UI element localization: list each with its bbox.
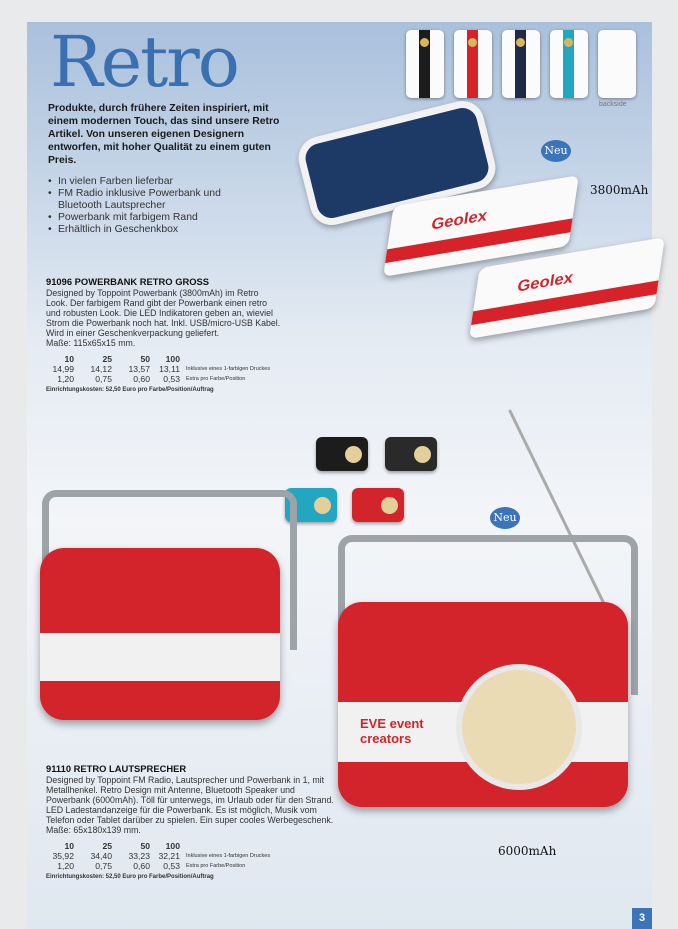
quantity: 25 [102,354,112,364]
extra-price: 0,53 [163,861,180,871]
extra-price: 0,60 [133,374,150,384]
color-swatch-navy [502,30,540,98]
quantity: 50 [140,354,150,364]
quantity: 100 [165,354,180,364]
price-note: Inklusive eines 1-farbigen Druckes [186,366,271,372]
mini-radio-red [352,488,404,522]
price-table: 10 25 50 100 14,99 14,12 13,57 13,11 Inklusive … [46,354,336,384]
price: 14,12 [90,364,112,374]
price: 33,23 [128,851,150,861]
price: 13,57 [128,364,150,374]
feature-list: In vielen Farben lieferbar FM Radio inkl… [48,176,223,236]
powerbank-logo: Geolex [430,207,489,234]
feature-item: Erhältlich in Geschenkbox [48,224,223,236]
radio-image-back [40,548,280,720]
mini-radio-black [316,437,368,471]
extra-price: 0,75 [95,861,112,871]
backside-label: backside [599,101,627,108]
price: 34,40 [90,851,112,861]
product-description: Designed by Toppoint Powerbank (3800mAh)… [46,288,281,338]
extra-price: 0,53 [163,374,180,384]
feature-item: FM Radio inklusive Powerbank und Bluetoo… [48,188,223,212]
extra-price: 1,20 [57,374,74,384]
product-title: 91110 RETRO LAUTSPRECHER [46,763,187,774]
setup-costs: Einrichtungskosten: 52,50 Euro pro Farbe… [46,387,214,393]
color-swatch-red [454,30,492,98]
speaker-capacity: 6000mAh [498,844,557,858]
color-swatch-cyan [550,30,588,98]
feature-item: Powerbank mit farbigem Rand [48,212,223,224]
product-dimensions: Maße: 115x65x15 mm. [46,338,136,348]
color-swatch-black [406,30,444,98]
extra-price: 0,75 [95,374,112,384]
new-badge: Neu [541,140,571,162]
price: 35,92 [52,851,74,861]
mini-radio-black [385,437,437,471]
price: 14,99 [52,364,74,374]
powerbank-product-info: 91096 POWERBANK RETRO GROSS Designed by … [46,277,336,395]
extra-price: 1,20 [57,861,74,871]
setup-costs: Einrichtungskosten: 52,50 Euro pro Farbe… [46,874,214,880]
quantity: 50 [140,841,150,851]
quantity: 10 [64,841,74,851]
page-number: 3 [632,908,652,929]
extra-price: 0,60 [133,861,150,871]
product-title: 91096 POWERBANK RETRO GROSS [46,276,210,287]
quantity: 10 [64,354,74,364]
price-table: 10 25 50 100 35,92 34,40 33,23 32,21 Inklusive … [46,841,336,871]
extra-note: Extra pro Farbe/Position [186,863,246,869]
new-badge: Neu [490,507,520,529]
radio-logo: EVE event creators [360,716,424,746]
powerbank-logo: Geolex [516,269,575,296]
quantity: 100 [165,841,180,851]
feature-item: In vielen Farben lieferbar [48,176,223,188]
intro-text: Produkte, durch frühere Zeiten inspirier… [48,103,280,166]
price: 32,21 [158,851,180,861]
powerbank-capacity: 3800mAh [590,183,649,197]
page-title: Retro [50,21,240,103]
price-note: Inklusive eines 1-farbigen Druckes [186,853,271,859]
price: 13,11 [159,364,180,374]
speaker-product-info: 91110 RETRO LAUTSPRECHER Designed by Top… [46,764,336,882]
color-swatch-backside [598,30,636,98]
quantity: 25 [102,841,112,851]
radio-dial [456,664,582,790]
product-description: Designed by Toppoint FM Radio, Lautsprec… [46,775,334,835]
extra-note: Extra pro Farbe/Position [186,376,246,382]
